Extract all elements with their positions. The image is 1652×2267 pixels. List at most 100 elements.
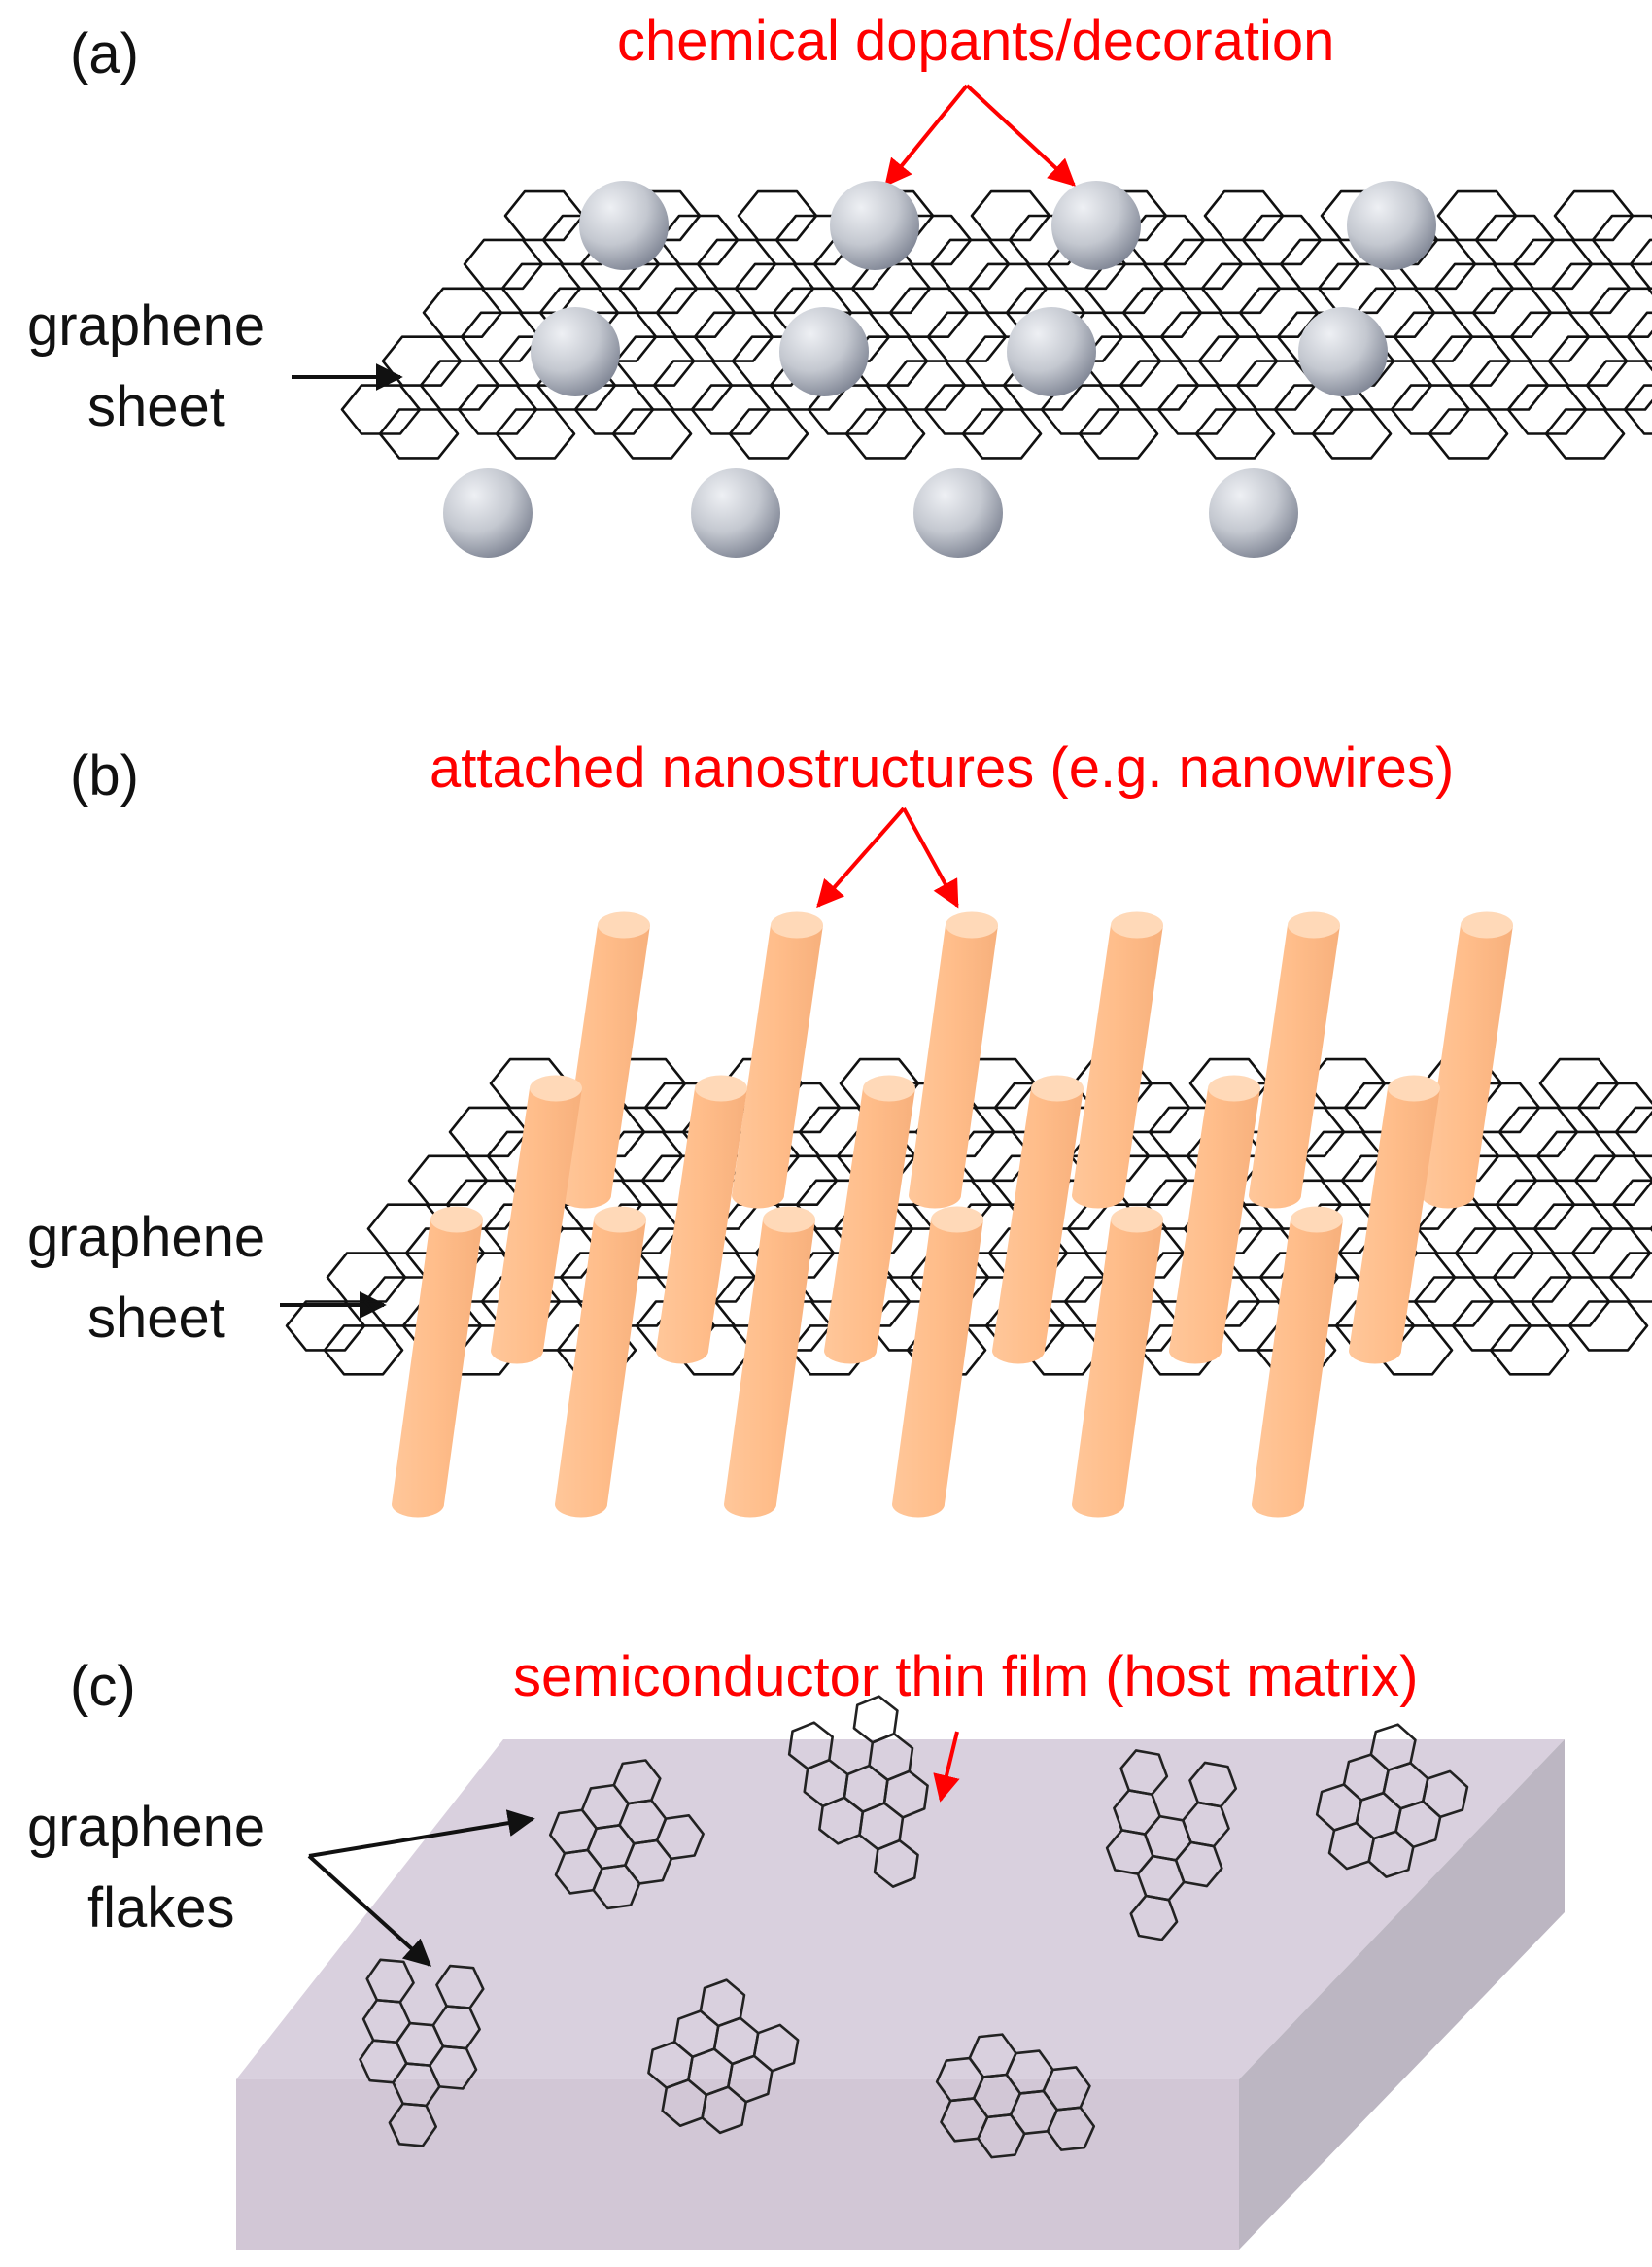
- nanowire-cap: [430, 1206, 483, 1233]
- lattice-a-hexagon: [1433, 262, 1515, 315]
- nanowire: [1422, 911, 1513, 1209]
- nanowire: [909, 911, 998, 1209]
- flake-hexagon: [1327, 1821, 1375, 1871]
- nanowire: [555, 1206, 646, 1518]
- nanowire: [392, 1206, 483, 1518]
- nanowire: [992, 1075, 1084, 1364]
- lattice-a-hexagon: [1509, 311, 1591, 362]
- lattice-a-hexagon: [1506, 384, 1588, 435]
- lattice-b-hexagon: [448, 1106, 530, 1158]
- flake-hexagon: [873, 1838, 919, 1888]
- lattice-a-hexagon: [693, 311, 774, 362]
- nanowire: [724, 1206, 815, 1518]
- nanowire-cap: [946, 911, 998, 939]
- graphene-flake: [1315, 1723, 1469, 1878]
- lattice-a-hexagon: [961, 408, 1043, 460]
- lattice-a-hexagon: [1591, 214, 1652, 266]
- lattice-b-hexagon: [1489, 1324, 1570, 1376]
- nanowire-cap: [771, 911, 823, 939]
- panel-c-tag: (c): [70, 1655, 136, 1718]
- lattice-a-hexagon: [381, 335, 463, 387]
- dopant-pointer-arrows: [884, 84, 1077, 188]
- lattice-b-hexagon: [754, 1227, 836, 1279]
- lattice-a-hexagon: [923, 384, 1005, 435]
- lattice-a-hexagon: [1194, 408, 1276, 460]
- panel-c-flake-label-line1: graphene: [27, 1796, 265, 1859]
- lattice-a-hexagon: [728, 408, 809, 460]
- nanowire-body: [1422, 925, 1513, 1209]
- panel-b-annotation: attached nanostructures (e.g. nanowires): [430, 737, 1454, 800]
- film-side-face: [1239, 1739, 1565, 2250]
- lattice-b-hexagon: [1530, 1276, 1611, 1327]
- lattice-b-hexagon: [1495, 1179, 1576, 1230]
- lattice-a-hexagon: [655, 287, 737, 339]
- flake-hexagon: [435, 1964, 485, 2009]
- lattice-a-hexagon: [1393, 311, 1474, 362]
- lattice-a-hexagon: [1121, 287, 1203, 339]
- nanowire-body: [1072, 1219, 1163, 1518]
- panel-c-flake-label-line2: flakes: [87, 1876, 235, 1940]
- nanowire-cap: [1111, 911, 1163, 939]
- lattice-b-hexagon: [1576, 1082, 1652, 1134]
- nanowire-body: [392, 1219, 483, 1518]
- flake-hexagon: [727, 2054, 774, 2104]
- lattice-a-hexagon: [1585, 360, 1652, 411]
- panel-c-annotation: semiconductor thin film (host matrix): [513, 1645, 1418, 1708]
- dopant-sphere: [1007, 307, 1096, 396]
- lattice-a-hexagon: [1436, 189, 1518, 242]
- nanowire: [559, 911, 650, 1209]
- lattice-a-hexagon: [1200, 262, 1282, 315]
- lattice-a-hexagon: [573, 384, 655, 435]
- lattice-b-hexagon: [1567, 1300, 1649, 1352]
- dopant-sphere: [443, 468, 533, 558]
- lattice-b-hexagon: [1614, 1106, 1652, 1158]
- graphene-flake: [935, 2033, 1096, 2159]
- lattice-a-hexagon: [1390, 384, 1471, 435]
- flake-hexagon: [1188, 1761, 1238, 1808]
- lattice-a-hexagon: [1512, 238, 1594, 291]
- panel-c: (c) semiconductor thin film (host matrix…: [27, 1645, 1565, 2250]
- lattice-a-hexagon: [1623, 384, 1652, 435]
- flake-hexagon: [852, 1695, 899, 1744]
- lattice-a-hexagon: [1156, 384, 1238, 435]
- nanowire-cap: [863, 1075, 915, 1102]
- lattice-b-hexagon: [1608, 1252, 1652, 1303]
- panel-b-tag: (b): [70, 744, 139, 807]
- lattice-b-hexagon: [445, 1179, 527, 1230]
- nanowire-cap: [594, 1206, 646, 1233]
- graphene-flake: [359, 1958, 485, 2147]
- flake-hexagon: [968, 2033, 1017, 2078]
- flake-hexagon: [388, 2102, 438, 2147]
- graphene-flake: [1105, 1749, 1238, 1941]
- lattice-a-hexagon: [1159, 311, 1241, 362]
- nanowire: [656, 1075, 747, 1364]
- lattice-b-hexagon: [1535, 1130, 1617, 1183]
- panel-a-substrate-label-line2: sheet: [87, 375, 225, 438]
- nanowire-cap: [1461, 911, 1513, 939]
- flake-hexagon: [661, 2078, 708, 2128]
- lattice-a-hexagon: [885, 360, 967, 411]
- nanowire-body: [724, 1219, 815, 1518]
- dopant-sphere: [1209, 468, 1298, 558]
- graphene-flake: [787, 1695, 929, 1888]
- lattice-a-hexagon: [1468, 360, 1550, 411]
- nanowire-body: [1349, 1088, 1440, 1364]
- lattice-a-hexagon: [734, 262, 815, 315]
- lattice-b-hexagon: [1538, 1057, 1620, 1110]
- graphene-flake: [647, 1978, 800, 2135]
- lattice-a-hexagon: [888, 287, 970, 339]
- panel-b-substrate-label-line2: sheet: [87, 1287, 225, 1350]
- lattice-a-hexagon: [617, 262, 699, 315]
- film-pointer-arrow: [933, 1731, 960, 1803]
- lattice-b-hexagon: [914, 1106, 996, 1158]
- lattice-a-hexagon: [1428, 408, 1509, 460]
- nanowire-cap: [1388, 1075, 1440, 1102]
- lattice-a-hexagon: [807, 384, 888, 435]
- nanowire-pointer-arrows: [816, 807, 959, 909]
- nanowire-body: [555, 1219, 646, 1518]
- nanowire-body: [1169, 1088, 1260, 1364]
- nanowire-body: [491, 1088, 582, 1364]
- flake-hexagon: [1394, 1800, 1442, 1849]
- nanowire-body: [1249, 925, 1340, 1209]
